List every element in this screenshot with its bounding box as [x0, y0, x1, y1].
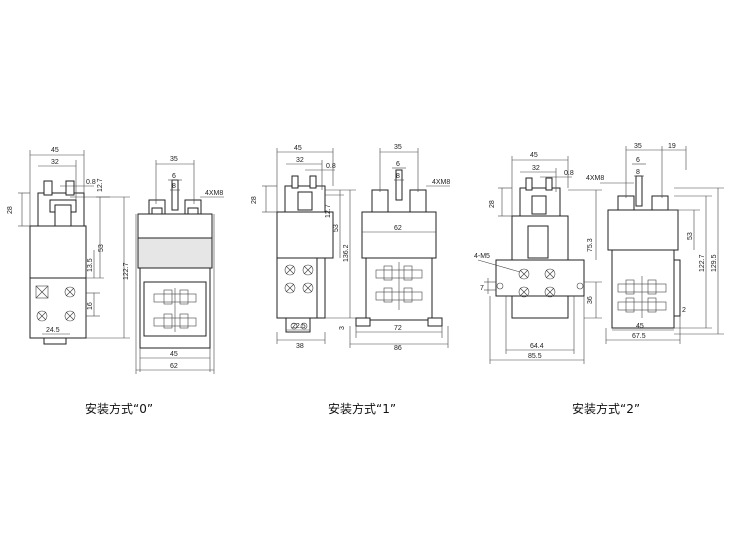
dim-thread-4xm8: 4XM8: [432, 179, 450, 186]
dim-width-45-bottom: 45: [636, 323, 644, 330]
dim-width-45: 45: [294, 145, 302, 152]
dim-width-64.4: 64.4: [530, 343, 544, 350]
mount2-front-view: 35 19 6 8 4XM8 53 122.7 129.5 2 45 67.5: [586, 143, 724, 344]
dim-width-35: 35: [634, 143, 642, 150]
dim-height-122.7: 122.7: [699, 254, 706, 272]
dim-3: 3: [339, 326, 346, 330]
dim-thread-4xm8: 4XM8: [586, 175, 604, 182]
dim-width-86: 86: [394, 345, 402, 352]
dim-width-32: 32: [51, 159, 59, 166]
dim-width-85.5: 85.5: [528, 353, 542, 360]
dim-width-22.5: 22.5: [292, 323, 306, 330]
dim-width-35: 35: [394, 144, 402, 151]
dim-thread-4xm8: 4XM8: [205, 190, 223, 197]
dim-width-45: 45: [51, 147, 59, 154]
dim-8: 8: [172, 183, 176, 190]
dim-6: 6: [396, 161, 400, 168]
dim-width-35: 35: [170, 156, 178, 163]
dim-width-19: 19: [668, 143, 676, 150]
dim-6: 6: [172, 173, 176, 180]
dim-height-129.5: 129.5: [711, 254, 718, 272]
dim-height-16: 16: [87, 302, 94, 310]
dim-height-122.7: 122.7: [123, 262, 130, 280]
dim-12.7: 12.7: [325, 204, 332, 218]
dim-2: 2: [682, 307, 686, 314]
dim-width-45: 45: [530, 152, 538, 159]
caption-mount-2: 安装方式“2”: [572, 402, 641, 416]
dim-thickness-0.8: 0.8: [326, 163, 336, 170]
dim-height-28: 28: [251, 196, 258, 204]
caption-mount-1: 安装方式“1”: [328, 402, 397, 416]
dim-8: 8: [396, 173, 400, 180]
dim-width-72: 72: [394, 325, 402, 332]
dim-height-75.3: 75.3: [587, 238, 594, 252]
dim-holes-4-m5: 4-M5: [474, 253, 490, 260]
mount0-side-view: 45 32 0.8 12.7 28 53 13.5 122.7 16 24.5: [7, 147, 130, 345]
caption-mount-0: 安装方式“0”: [85, 402, 154, 416]
dim-height-28: 28: [489, 200, 496, 208]
dim-width-67.5: 67.5: [632, 333, 646, 340]
dim-height-53: 53: [98, 244, 105, 252]
dim-height-13.5: 13.5: [87, 258, 94, 272]
dim-height-136.2: 136.2: [343, 244, 350, 262]
dim-6: 6: [636, 157, 640, 164]
dim-thickness-0.8: 0.8: [564, 170, 574, 177]
mount1-front-view: 35 6 8 4XM8 62 72 86 3: [339, 144, 450, 352]
dim-width-62: 62: [394, 225, 402, 232]
dim-12.7: 12.7: [97, 178, 104, 192]
dim-8: 8: [636, 169, 640, 176]
dim-width-38: 38: [296, 343, 304, 350]
mount2-side-view: 45 32 0.8 28 4-M5 7 75.3 36 64.4 85.5: [474, 152, 602, 364]
dim-width-62: 62: [170, 363, 178, 370]
mount0-front-view: 35 6 8 4XM8 45 62: [135, 156, 224, 374]
dim-width-32: 32: [532, 165, 540, 172]
dim-width-45-bottom: 45: [170, 351, 178, 358]
dim-height-53: 53: [333, 224, 340, 232]
dim-width-24.5: 24.5: [46, 327, 60, 334]
dim-thickness-0.8: 0.8: [86, 179, 96, 186]
dim-height-28: 28: [7, 206, 14, 214]
mount1-side-view: 45 32 0.8 28 12.7 53 136.2 22.5 38: [251, 145, 356, 350]
dim-width-32: 32: [296, 157, 304, 164]
dim-height-53: 53: [687, 232, 694, 240]
dim-height-36: 36: [587, 296, 594, 304]
dim-7: 7: [480, 285, 484, 292]
